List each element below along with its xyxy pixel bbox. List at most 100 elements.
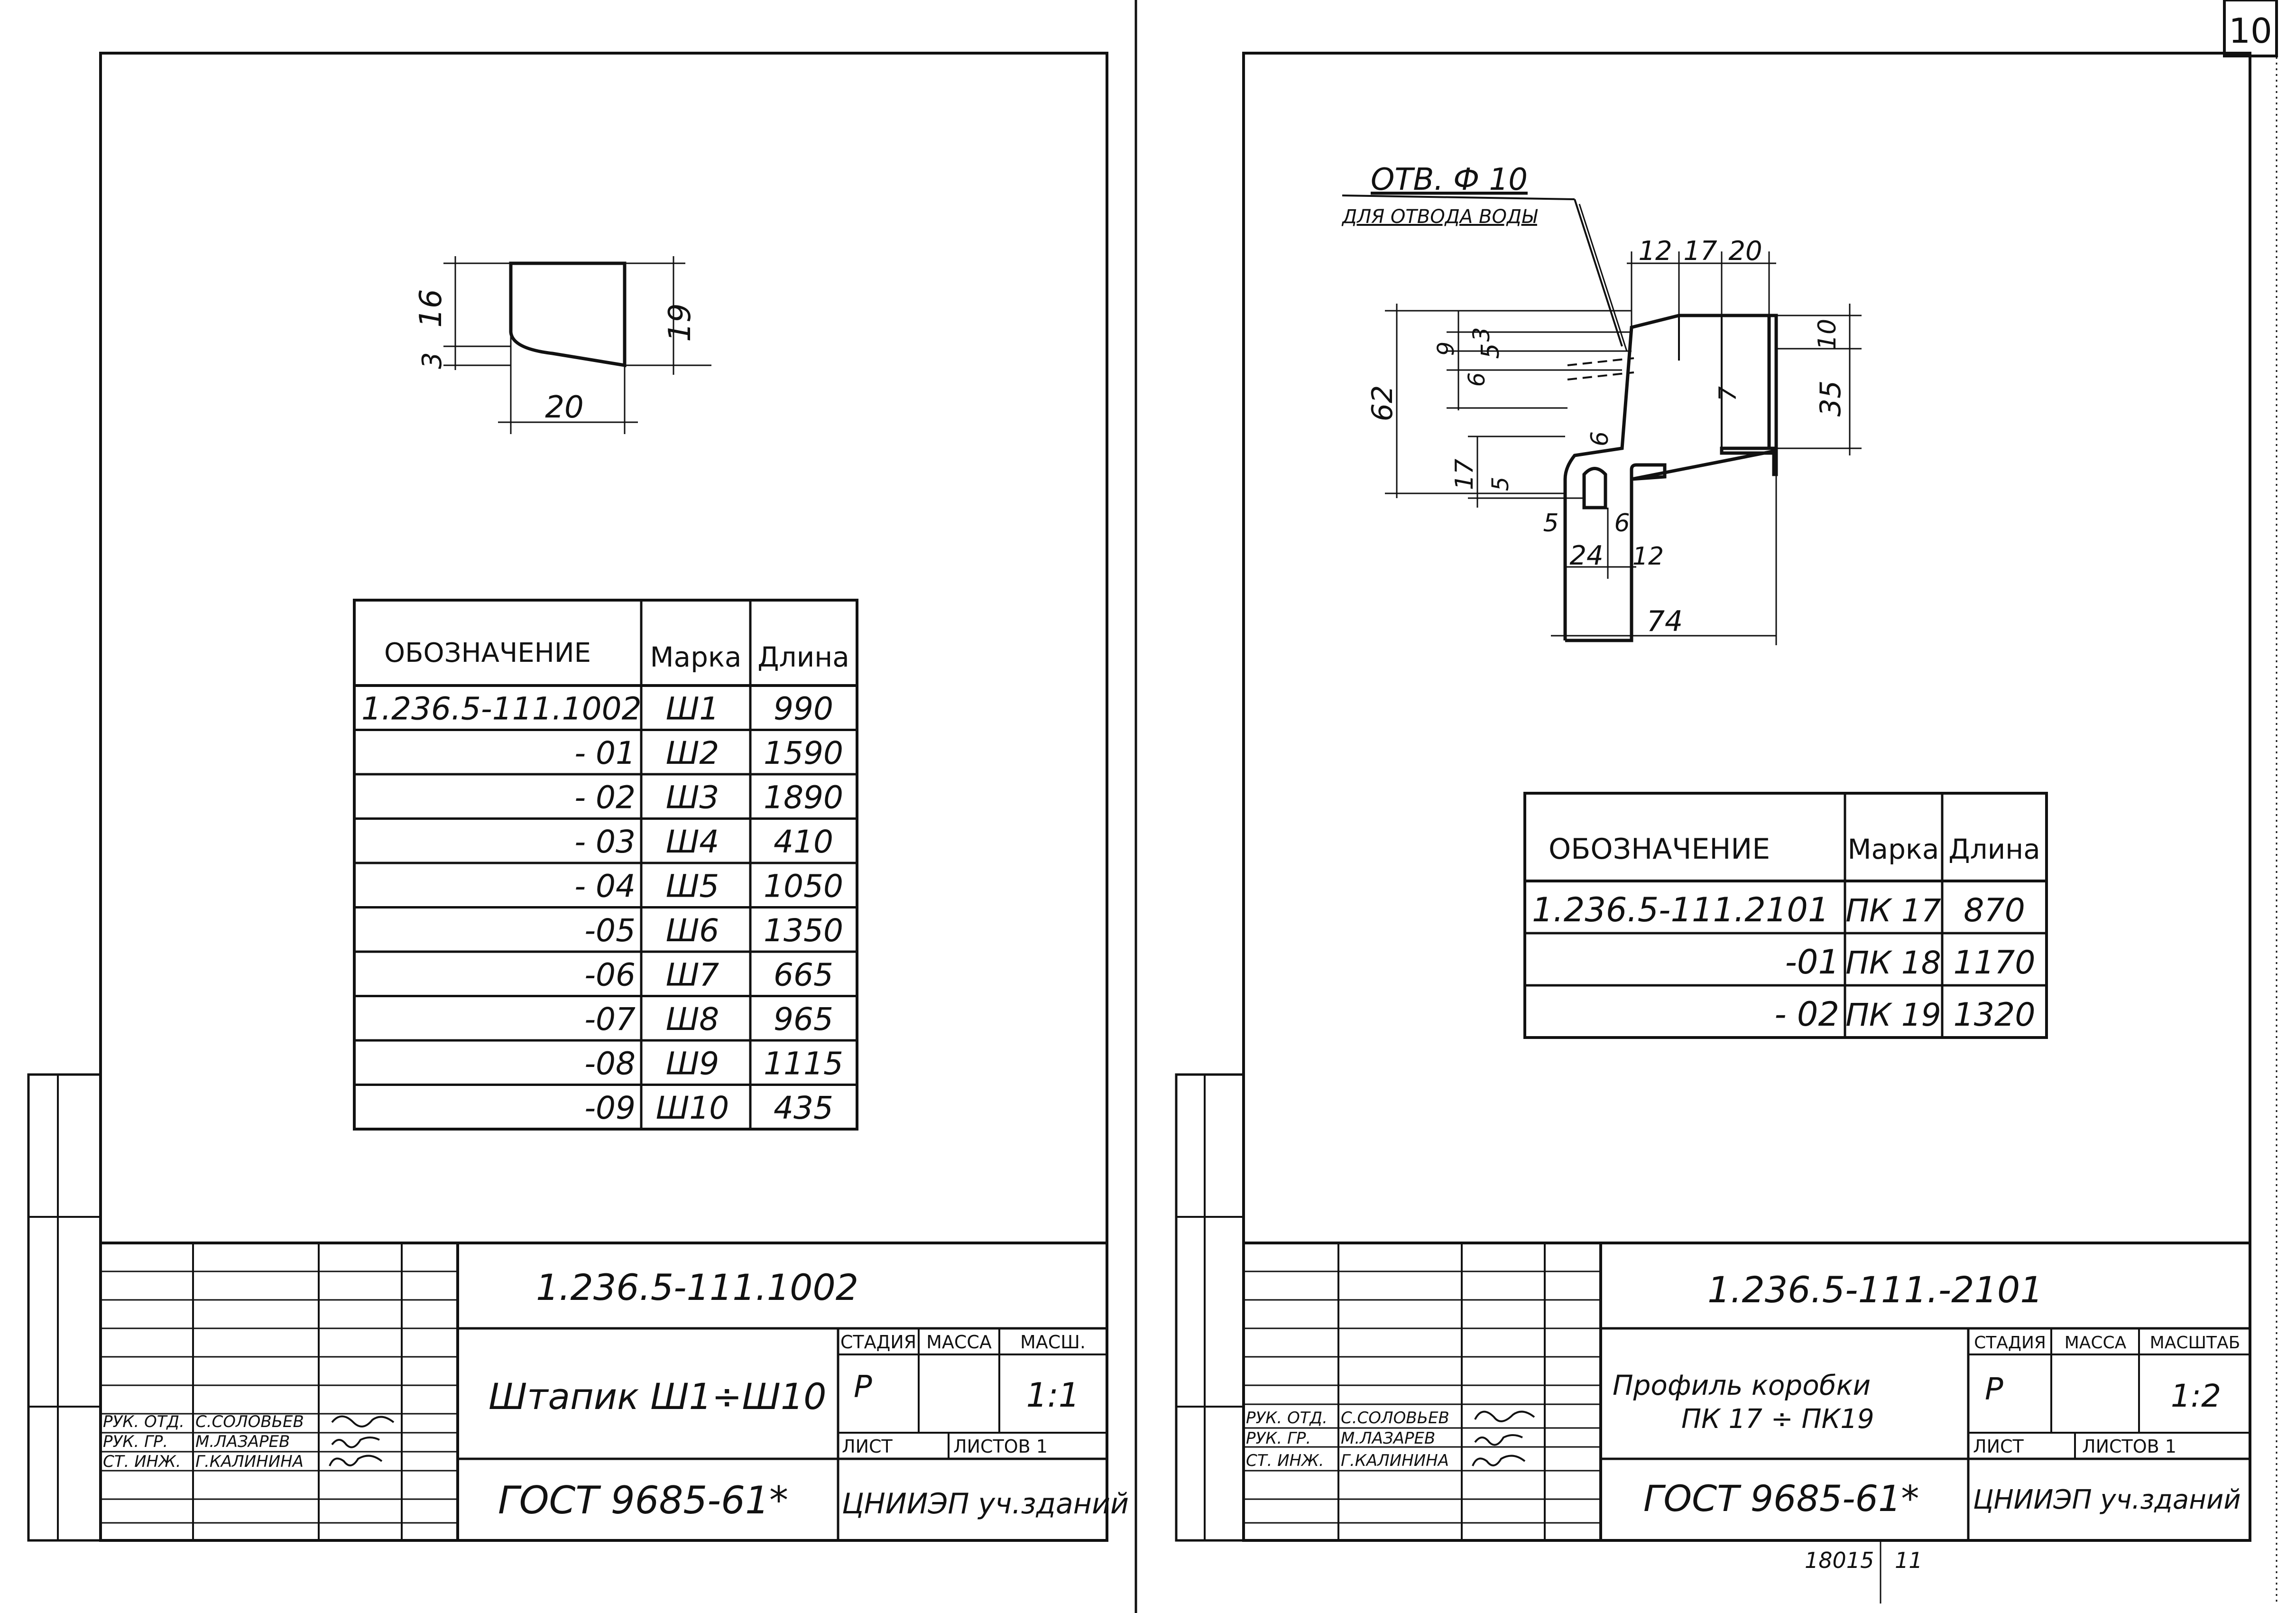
- right-mass-label: МАССА: [2065, 1333, 2127, 1353]
- table-cell-length: 1320: [1953, 996, 2035, 1034]
- dim-24: 24: [1569, 540, 1603, 571]
- table-cell-designation: - 04: [574, 868, 636, 905]
- table-cell-designation: - 02: [574, 779, 636, 816]
- right-frame: [1242, 52, 2251, 1542]
- right-table-header-designation: ОБОЗНАЧЕНИЕ: [1549, 833, 1770, 866]
- dim-5-mid: 5: [1487, 477, 1514, 491]
- right-role-3: СТ. ИНЖ.: [1246, 1451, 1324, 1470]
- right-sheet-label: ЛИСТ: [1973, 1436, 2024, 1457]
- table-cell-mark: Ш4: [666, 824, 719, 860]
- table-cell-length: 435: [774, 1090, 833, 1126]
- table-cell-designation: - 02: [1774, 995, 1839, 1034]
- table-cell-designation: -01: [1785, 943, 1839, 982]
- left-margin-stamp: [27, 1073, 102, 1542]
- table-cell-mark: Ш8: [666, 1001, 719, 1038]
- table-cell-designation: -08: [584, 1046, 636, 1082]
- right-scale-label: МАСШТАБ: [2150, 1333, 2241, 1353]
- table-cell-mark: ПК 18: [1845, 945, 1941, 981]
- table-cell-length: 1890: [764, 779, 843, 816]
- right-name-3: Г.КАЛИНИНА: [1341, 1451, 1449, 1470]
- table-cell-length: 665: [774, 957, 833, 993]
- right-org: ЦНИИЭП уч.зданий: [1973, 1484, 2241, 1515]
- signature-lazarev-right: [1474, 1434, 1523, 1446]
- table-cell-mark: Ш7: [666, 957, 719, 993]
- left-sheet-label: ЛИСТ: [842, 1436, 893, 1457]
- left-table-header-mark: Марка: [650, 641, 742, 673]
- right-stage-label: СТАДИЯ: [1974, 1333, 2046, 1353]
- left-scale-label: МАСШ.: [1020, 1332, 1086, 1353]
- table-cell-length: 870: [1964, 892, 2025, 929]
- dim-5-low: 5: [1543, 509, 1558, 538]
- right-table-header-length: Длина: [1948, 833, 2040, 865]
- left-sheets-label: ЛИСТОВ 1: [953, 1436, 1048, 1457]
- left-stage: Р: [854, 1370, 872, 1405]
- footer-note: 18015: [1805, 1548, 1874, 1573]
- signature-solovyev-right: [1474, 1410, 1535, 1422]
- table-cell-mark: Ш1: [666, 691, 719, 727]
- left-sheet: 16 3 19 20 ОБОЗНАЧЕНИЕ Марка Длина 1.236…: [27, 52, 1129, 1542]
- table-cell-mark: ПК 19: [1845, 997, 1941, 1033]
- table-cell-mark: Ш10: [656, 1090, 729, 1126]
- table-cell-designation: - 03: [574, 824, 636, 860]
- table-cell-designation: 1.236.5-111.2101: [1532, 890, 1829, 929]
- dim-6-upper: 6: [1464, 372, 1490, 387]
- dim-74: 74: [1647, 605, 1683, 638]
- left-doc-code: 1.236.5-111.1002: [536, 1266, 858, 1308]
- dim-20-top: 20: [1728, 236, 1762, 267]
- signature-solovyev: [331, 1415, 395, 1428]
- right-doc-title-line2: ПК 17 ÷ ПК19: [1681, 1404, 1874, 1435]
- left-title-block: РУК. ОТД. С.СОЛОВЬЕВ РУК. ГР. М.ЛАЗАРЕВ …: [101, 1242, 1129, 1540]
- table-cell-length: 990: [774, 691, 833, 727]
- left-frame: [99, 52, 1108, 1542]
- table-cell-length: 410: [774, 824, 833, 860]
- right-standard: ГОСТ 9685-61*: [1643, 1477, 1919, 1520]
- right-name-2: М.ЛАЗАРЕВ: [1341, 1429, 1435, 1448]
- dim-6-low: 6: [1614, 509, 1630, 538]
- right-role-2: РУК. ГР.: [1246, 1429, 1311, 1448]
- dim-10: 10: [1813, 319, 1842, 350]
- left-role-3: СТ. ИНЖ.: [103, 1452, 181, 1471]
- shtapik-profile-drawing: 16 3 19 20: [414, 256, 711, 434]
- dim-3: 3: [1468, 327, 1495, 342]
- table-cell-designation: 1.236.5-111.1002: [361, 691, 642, 727]
- dim-62: 62: [1366, 385, 1399, 421]
- left-stage-label: СТАДИЯ: [840, 1332, 916, 1353]
- table-cell-length: 1050: [764, 868, 843, 905]
- right-role-1: РУК. ОТД.: [1246, 1409, 1328, 1428]
- table-cell-length: 1170: [1953, 944, 2035, 982]
- table-cell-designation: -06: [584, 957, 636, 993]
- right-table-header-mark: Марка: [1848, 833, 1939, 865]
- table-cell-length: 1115: [764, 1046, 843, 1082]
- left-scale: 1:1: [1026, 1376, 1080, 1415]
- table-cell-mark: Ш9: [666, 1046, 719, 1082]
- right-stage: Р: [1985, 1372, 2003, 1407]
- table-cell-designation: -09: [584, 1090, 636, 1126]
- page-number: 10: [2229, 11, 2272, 51]
- right-scale: 1:2: [2171, 1378, 2221, 1414]
- table-cell-length: 1350: [764, 912, 843, 949]
- table-cell-designation: -07: [584, 1001, 636, 1038]
- table-cell-mark: ПК 17: [1845, 892, 1941, 929]
- left-role-2: РУК. ГР.: [103, 1432, 168, 1451]
- dim-12-top: 12: [1638, 236, 1672, 267]
- table-cell-mark: Ш3: [666, 779, 719, 816]
- dim-7: 7: [1714, 386, 1742, 401]
- table-cell-length: 1590: [764, 735, 843, 771]
- right-sheet: ОТВ. Ф 10 ДЛЯ ОТВОДА ВОДЫ 12 17 20 62: [1175, 52, 2278, 1604]
- table-cell-mark: Ш6: [666, 912, 719, 949]
- right-margin-stamp: [1175, 1073, 1245, 1542]
- dim-17-left: 17: [1450, 459, 1479, 490]
- left-role-1: РУК. ОТД.: [103, 1412, 184, 1431]
- right-doc-code: 1.236.5-111.-2101: [1707, 1269, 2043, 1311]
- left-mass-label: МАССА: [926, 1332, 992, 1353]
- dim-12-bottom: 12: [1632, 542, 1664, 571]
- left-name-2: М.ЛАЗАРЕВ: [195, 1432, 290, 1451]
- dim-16: 16: [414, 289, 449, 327]
- table-cell-mark: Ш5: [666, 868, 719, 905]
- left-name-3: Г.КАЛИНИНА: [195, 1452, 304, 1471]
- table-cell-designation: - 01: [574, 735, 636, 771]
- hole-note-2: ДЛЯ ОТВОДА ВОДЫ: [1341, 206, 1538, 228]
- right-title-block: РУК. ОТД. С.СОЛОВЬЕВ РУК. ГР. М.ЛАЗАРЕВ …: [1244, 1242, 2250, 1540]
- left-doc-title: Штапик Ш1÷Ш10: [489, 1375, 827, 1418]
- dim-6-mid: 6: [1586, 431, 1614, 446]
